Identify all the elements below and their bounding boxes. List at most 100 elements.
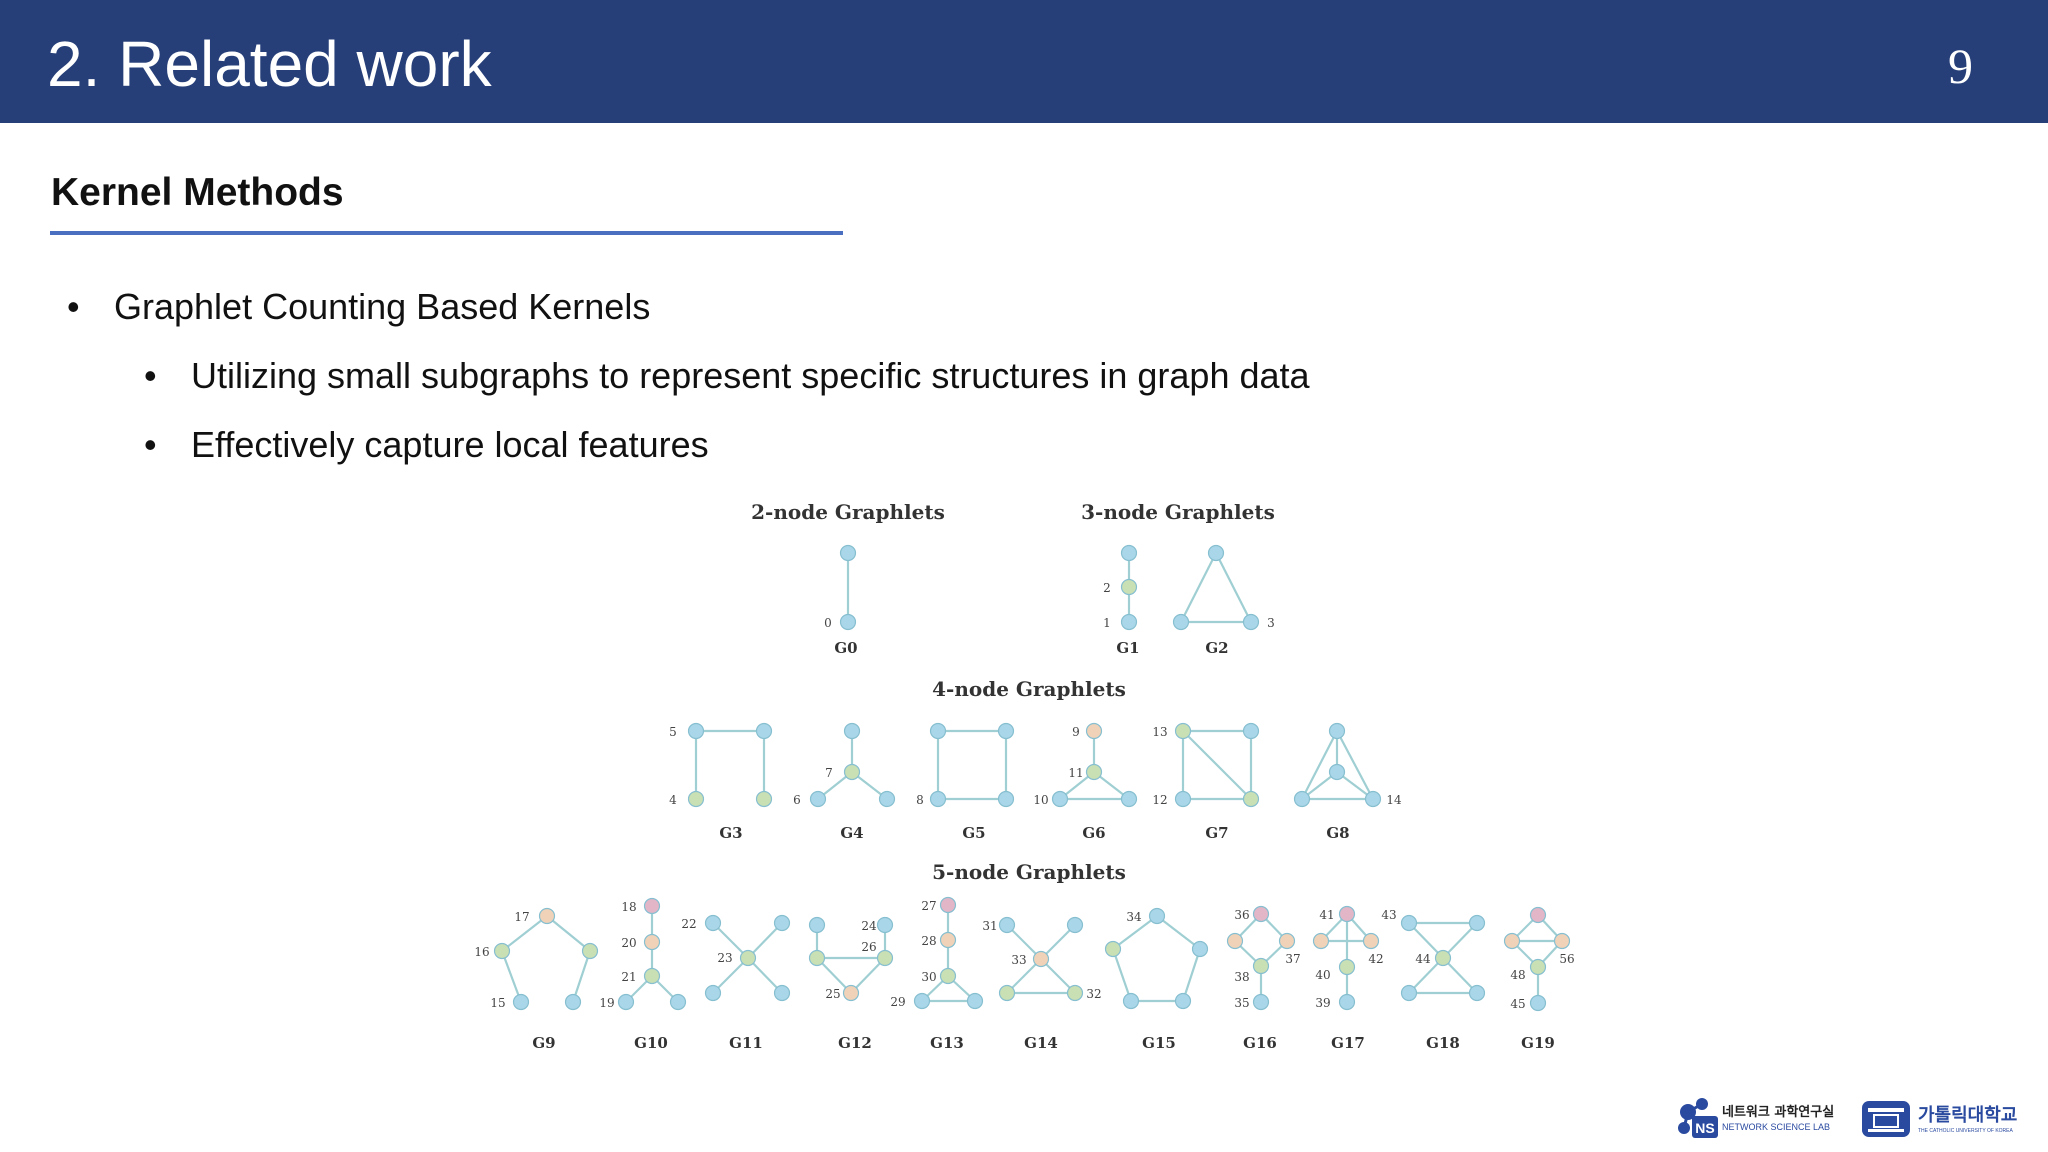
node-label: 39 [1315, 996, 1330, 1010]
node-label: 44 [1415, 952, 1431, 966]
graphlet-edge [1442, 922, 1478, 959]
graphlet-node [1529, 994, 1547, 1012]
graphlet-node [913, 992, 931, 1010]
graphlet-edge [747, 922, 783, 959]
graphlet-node [1172, 613, 1190, 631]
graphlet-label: G11 [729, 1034, 763, 1052]
graphlet-edge [1156, 915, 1201, 950]
graphlet-label: G8 [1326, 824, 1349, 842]
graphlet-node [617, 993, 635, 1011]
graphlet-node [839, 613, 857, 631]
graphlet-node [1242, 722, 1260, 740]
graphlet-node [512, 993, 530, 1011]
node-label: 22 [681, 917, 696, 931]
logos: NS 네트워크 과학연구실 NETWORK SCIENCE LAB 가톨릭대학교… [1678, 1098, 2017, 1138]
graphlet-label: G3 [719, 824, 742, 842]
catholic-university-logo: 가톨릭대학교 THE CATHOLIC UNIVERSITY OF KOREA [1862, 1101, 2017, 1137]
graphlet-node [755, 790, 773, 808]
graphlet-edge [1181, 948, 1202, 1002]
node-label: 24 [861, 919, 877, 933]
node-label: 19 [599, 996, 614, 1010]
graphlet-node [966, 992, 984, 1010]
graphlet-node [1174, 790, 1192, 808]
graphlet-node [1328, 763, 1346, 781]
graphlet-label: G1 [1116, 639, 1139, 657]
node-label: 48 [1510, 968, 1525, 982]
heading-3-node: 3-node Graphlets [1081, 500, 1275, 524]
graphlet-edge [1111, 948, 1133, 1002]
node-label: 42 [1368, 952, 1383, 966]
graphlet-label: G14 [1024, 1034, 1058, 1052]
graphlet-edge [712, 957, 749, 994]
graphlet-node [1364, 790, 1382, 808]
graphlet-node [808, 949, 826, 967]
sub-bullet-item: •Effectively capture local features [144, 423, 709, 467]
node-label: 2 [1103, 581, 1111, 595]
graphlet-node [939, 896, 957, 914]
node-label: 1 [1103, 616, 1111, 630]
node-label: 31 [982, 919, 997, 933]
graphlet-node [704, 914, 722, 932]
graphlet-label: G18 [1426, 1034, 1460, 1052]
graphlet-node [643, 967, 661, 985]
graphlet-edge [1112, 915, 1158, 950]
graphlet-label: G13 [930, 1034, 964, 1052]
graphlet-node [1338, 905, 1356, 923]
graphlet-label: G6 [1082, 824, 1105, 842]
graphlet-node [808, 916, 826, 934]
graphlet-node [939, 931, 957, 949]
graphlet-node [1293, 790, 1311, 808]
graphlet-node [997, 722, 1015, 740]
graphlet-node [1051, 790, 1069, 808]
university-name-korean: 가톨릭대학교 [1918, 1104, 2017, 1126]
node-label: 13 [1152, 725, 1167, 739]
node-label: 41 [1319, 908, 1334, 922]
sub-bullet-item: •Utilizing small subgraphs to represent … [144, 354, 1310, 398]
graphlet-node [843, 763, 861, 781]
heading-2-node: 2-node Graphlets [751, 500, 945, 524]
graphlet-edge [747, 957, 783, 994]
node-label: 34 [1126, 910, 1142, 924]
header-bar: 2. Related work 9 [0, 0, 2048, 123]
graphlet-node [1120, 578, 1138, 596]
node-label: 9 [1072, 725, 1080, 739]
graphlet-edge [546, 915, 591, 952]
graphlet-node [1252, 993, 1270, 1011]
node-label: 35 [1234, 996, 1249, 1010]
graphlet-node [997, 790, 1015, 808]
graphlet-node [1085, 722, 1103, 740]
graphlet-label: G16 [1243, 1034, 1277, 1052]
graphlet-node [687, 722, 705, 740]
graphlet-edge [571, 950, 592, 1003]
graphlet-node [842, 984, 860, 1002]
node-label: 8 [916, 793, 924, 807]
node-label: 6 [793, 793, 801, 807]
node-label: 4 [669, 793, 677, 807]
node-label: 38 [1234, 970, 1249, 984]
graphlet-node [1066, 916, 1084, 934]
graphlet-node [643, 933, 661, 951]
graphlet-node [581, 942, 599, 960]
graphlet-label: G15 [1142, 1034, 1176, 1052]
node-label: 29 [890, 995, 905, 1009]
bullet-dot: • [144, 355, 157, 396]
lab-name-korean: 네트워크 과학연구실 [1722, 1104, 1834, 1120]
node-label: 5 [669, 725, 677, 739]
graphlet-node [704, 984, 722, 1002]
lab-name-english: NETWORK SCIENCE LAB [1722, 1122, 1830, 1132]
graphlet-node [1122, 992, 1140, 1010]
node-label: 56 [1559, 952, 1574, 966]
node-label: 40 [1315, 968, 1330, 982]
graphlet-node [1120, 790, 1138, 808]
graphlet-node [809, 790, 827, 808]
graphlet-node [687, 790, 705, 808]
graphlet-node [739, 949, 757, 967]
graphlet-node [538, 907, 556, 925]
page-number: 9 [1948, 38, 1973, 94]
graphlet-node [1174, 992, 1192, 1010]
node-label: 30 [921, 970, 936, 984]
node-label: 33 [1011, 953, 1026, 967]
heading-4-node: 4-node Graphlets [932, 677, 1126, 701]
node-label: 16 [474, 945, 489, 959]
graphlet-edge [1408, 922, 1444, 959]
